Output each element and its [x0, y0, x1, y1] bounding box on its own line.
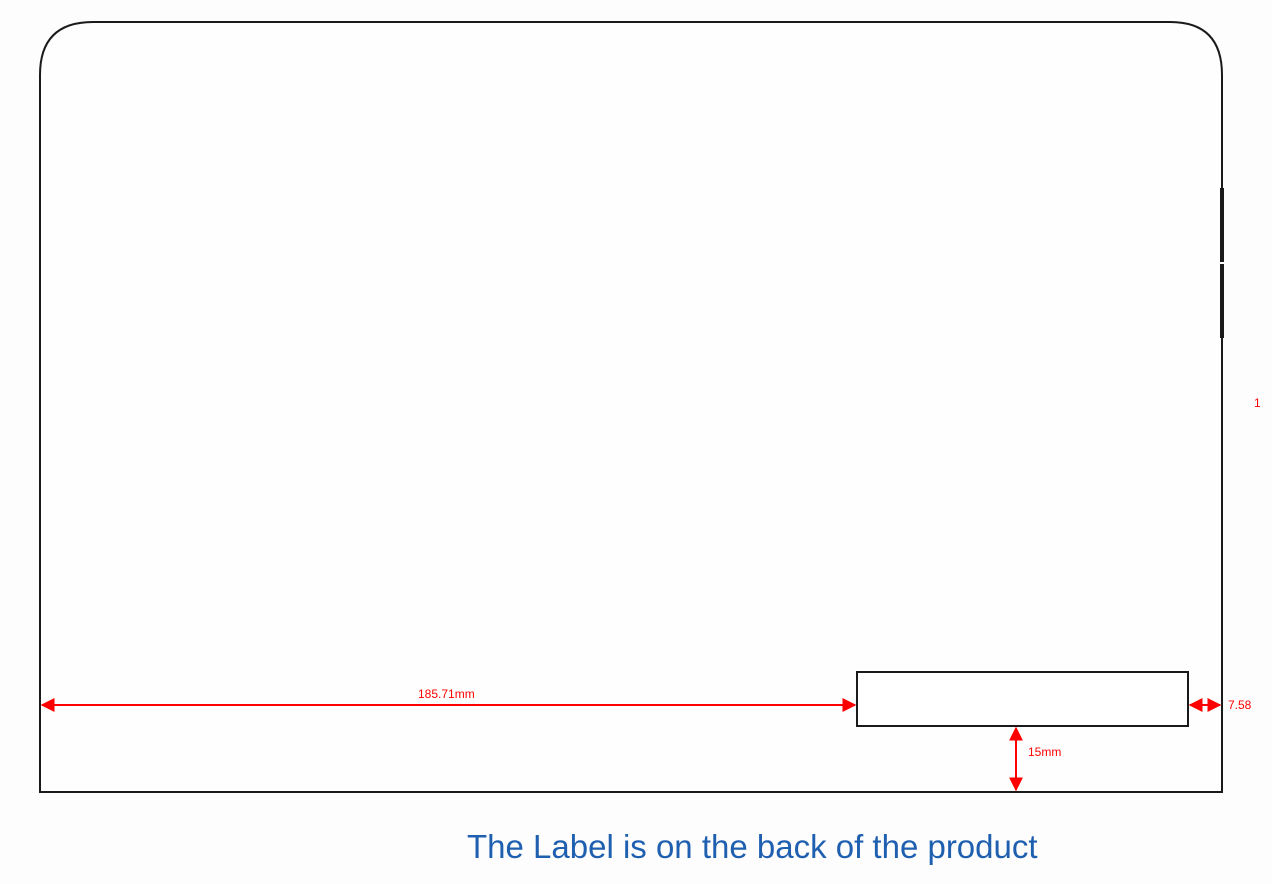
dimension-left-text: 185.71mm: [418, 687, 475, 701]
label-area: [856, 671, 1189, 727]
dimension-right-text: 7.58: [1228, 698, 1252, 712]
dimension-height-text: 1: [1254, 396, 1261, 410]
dimension-bottom-text: 15mm: [1028, 745, 1061, 759]
caption-text: The Label is on the back of the product: [467, 828, 1038, 865]
product-outline: [39, 21, 1223, 793]
